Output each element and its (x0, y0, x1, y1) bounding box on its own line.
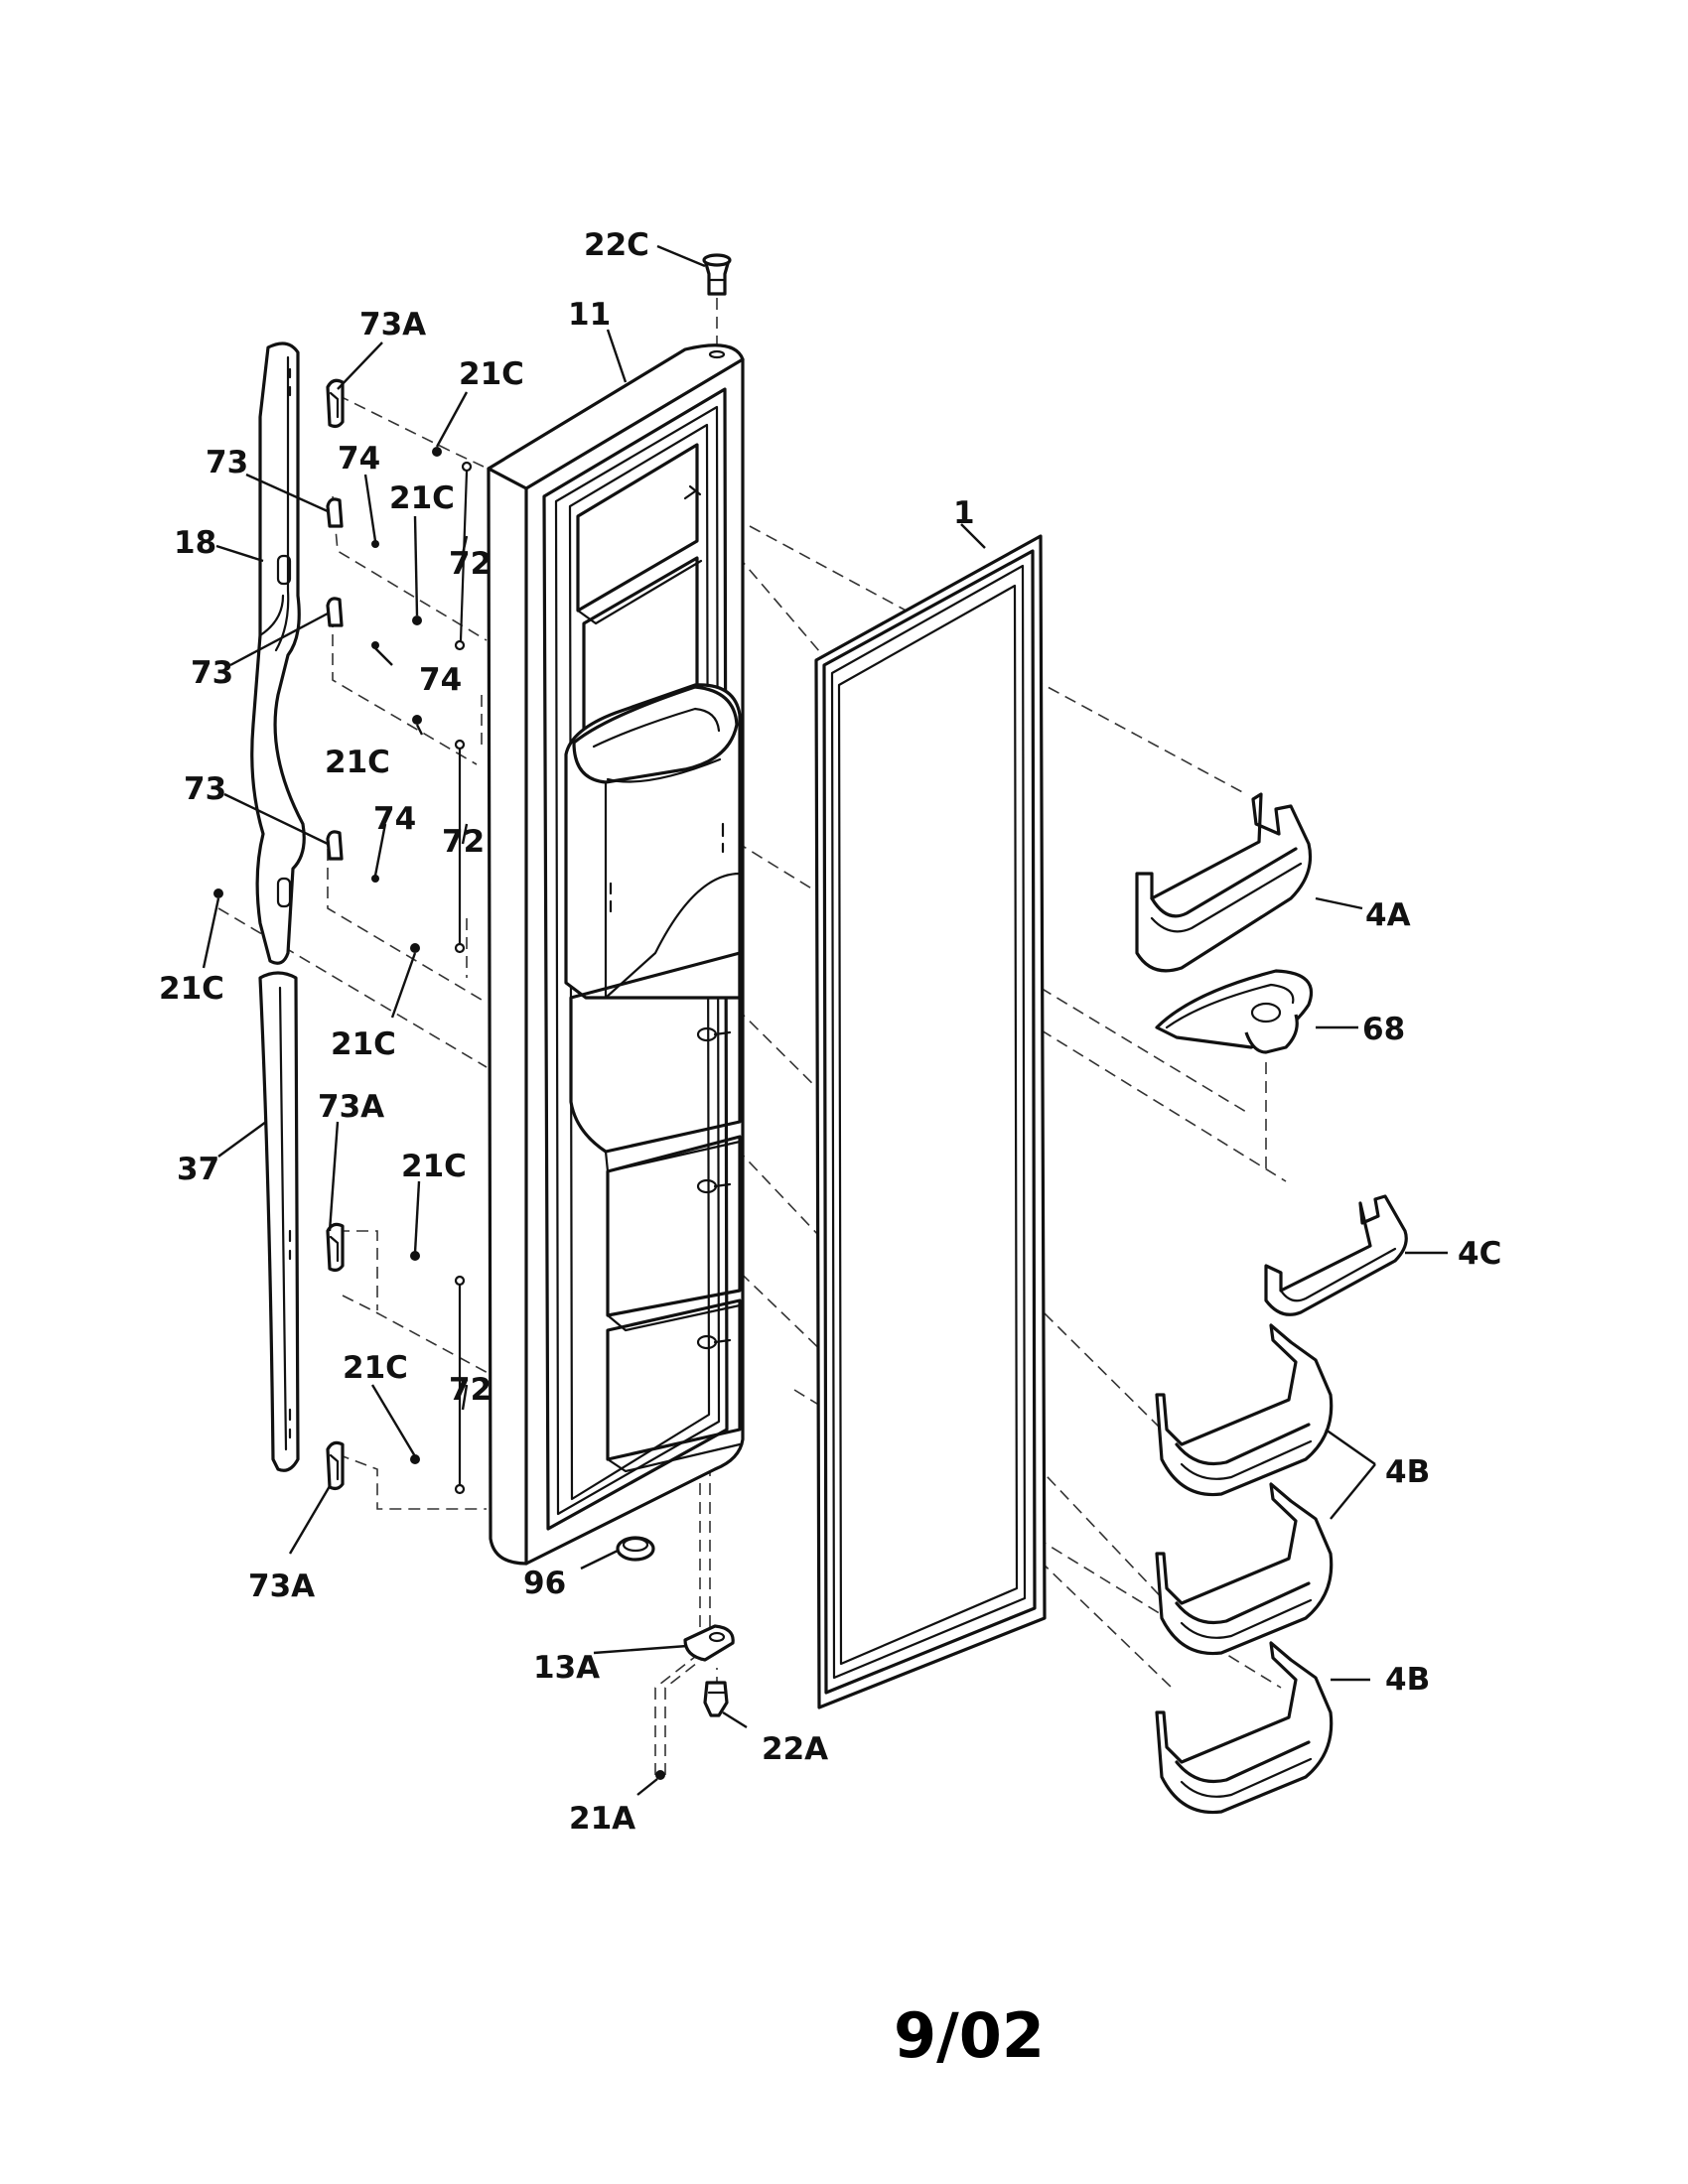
callout-4B-1: 4B (1385, 1454, 1430, 1490)
callout-73-1: 73 (206, 445, 248, 480)
callout-21C-7: 21C (343, 1350, 408, 1386)
screws (213, 447, 473, 1495)
hinge-pin-22A (703, 1681, 729, 1717)
callout-21C-6: 21C (401, 1149, 467, 1184)
callout-37: 37 (177, 1152, 219, 1187)
callout-72-3: 72 (449, 1372, 492, 1408)
hinge-pin-22C (702, 253, 732, 296)
handle-lower-37 (258, 971, 300, 1472)
callout-73A-bot: 73A (248, 1569, 315, 1604)
callout-11: 11 (568, 297, 611, 333)
door-gasket-1 (814, 534, 1047, 1709)
callout-21C-3: 21C (325, 745, 390, 780)
callout-21C-1: 21C (459, 356, 524, 392)
callout-4C: 4C (1458, 1236, 1501, 1272)
callout-72-1: 72 (449, 546, 492, 582)
callout-21C-4: 21C (159, 971, 224, 1007)
door-bin-4A (1135, 792, 1313, 973)
hinge-bracket-13A (683, 1624, 735, 1662)
door-panel-11 (487, 343, 745, 1566)
callout-4A: 4A (1365, 897, 1411, 933)
handle-upper-18 (250, 341, 306, 965)
callout-68: 68 (1362, 1012, 1405, 1047)
door-bin-4B-2 (1155, 1482, 1334, 1656)
foot-pad-96 (616, 1536, 655, 1562)
screw-21A (655, 1770, 665, 1780)
ice-cup-68 (1155, 969, 1314, 1054)
callout-labels: 22C 11 73A 21C 73 74 21C 18 72 73 74 21C… (159, 227, 1501, 1837)
callout-22C: 22C (584, 227, 649, 263)
door-bin-4B-1 (1155, 1323, 1334, 1497)
callout-13A: 13A (533, 1650, 600, 1686)
callout-21C-5: 21C (331, 1026, 396, 1062)
callout-72-2: 72 (442, 824, 485, 860)
clip-73-1 (326, 497, 344, 528)
callout-74-3: 74 (373, 801, 416, 837)
callout-96: 96 (523, 1566, 566, 1601)
clip-73-3 (326, 830, 344, 861)
callout-21C-2: 21C (389, 480, 455, 516)
callout-73-2: 73 (191, 655, 233, 691)
clip-73-2 (326, 597, 344, 627)
callout-18: 18 (174, 525, 216, 561)
door-bin-4B-3 (1155, 1641, 1334, 1815)
callout-21A: 21A (569, 1801, 635, 1837)
date-code: 9/02 (894, 1999, 1045, 2072)
clip-73A-mid (326, 1222, 345, 1273)
callout-73-3: 73 (184, 771, 226, 807)
clip-73A-bot (326, 1440, 345, 1491)
callout-4B-2: 4B (1385, 1662, 1430, 1698)
leader-lines (202, 244, 1448, 1796)
callout-73A-mid: 73A (318, 1089, 384, 1125)
callout-1: 1 (953, 495, 975, 531)
callout-73A-top: 73A (359, 307, 426, 342)
callout-22A: 22A (762, 1731, 828, 1767)
callout-74-1: 74 (338, 441, 380, 477)
door-bin-4C (1264, 1194, 1408, 1316)
callout-74-2: 74 (419, 662, 462, 698)
clip-73A-top (326, 378, 345, 429)
